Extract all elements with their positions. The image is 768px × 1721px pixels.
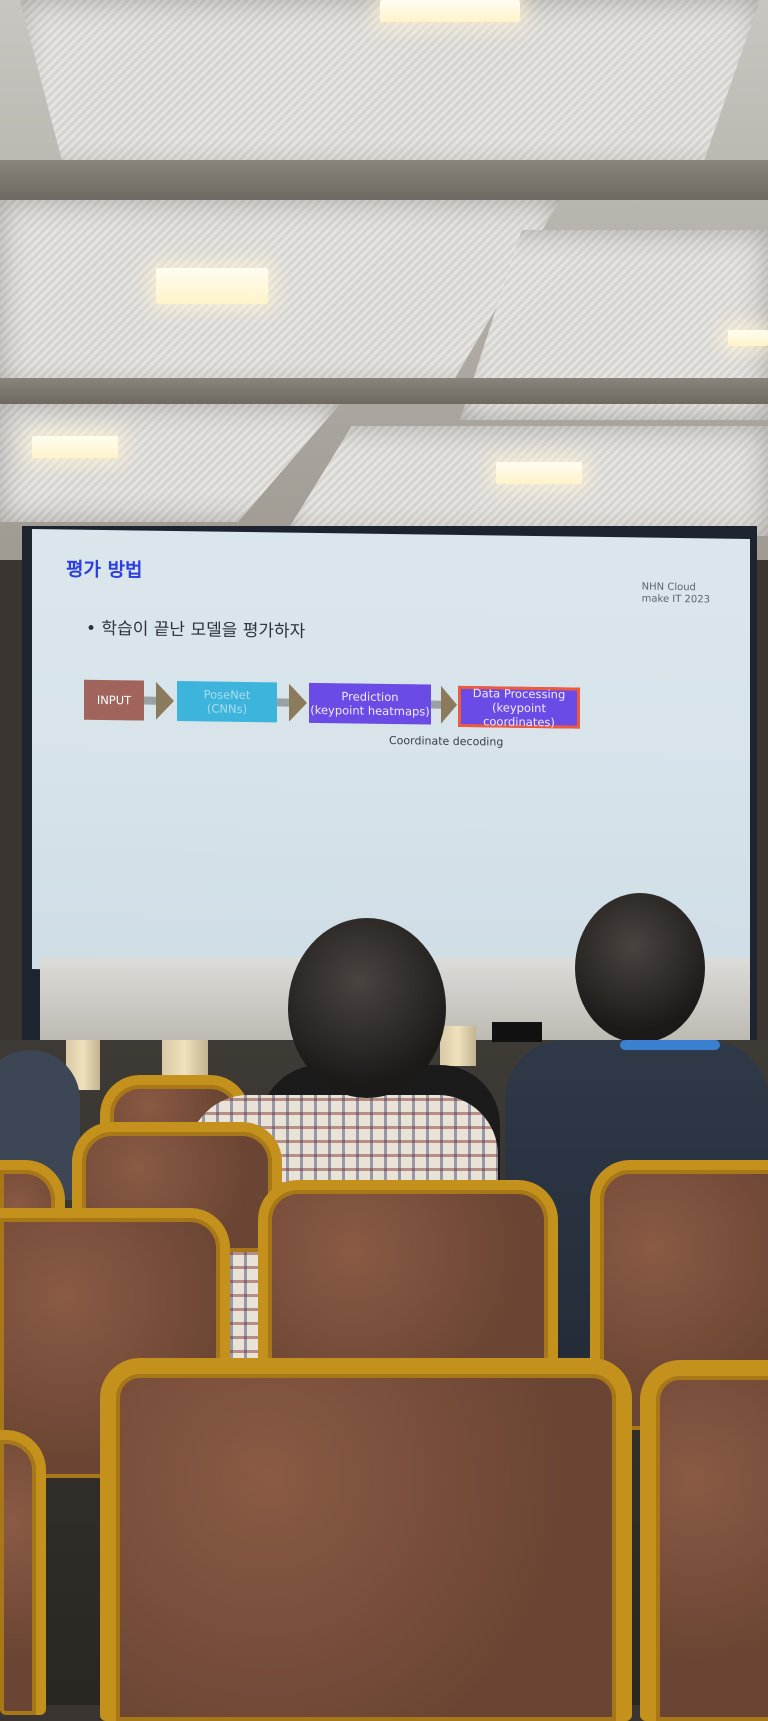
slide-title: 평가 방법 xyxy=(66,558,143,582)
chair xyxy=(640,1360,768,1721)
ceiling-light xyxy=(728,330,768,346)
slide-bullet: • 학습이 끝난 모델을 평가하자 xyxy=(86,618,306,642)
pipeline-caption: Coordinate decoding xyxy=(389,733,504,749)
brand-line-1: NHN Cloud xyxy=(641,581,696,594)
ceiling-light xyxy=(156,268,268,304)
lanyard xyxy=(620,1040,720,1050)
brand-logo-text: NHN Cloud make IT 2023 xyxy=(642,582,710,607)
pipeline-arrow-icon xyxy=(156,681,174,720)
pipeline-connector xyxy=(277,698,289,707)
processing-label: Data Processing xyxy=(472,685,566,701)
ceiling-beam xyxy=(0,160,768,200)
ceiling-light xyxy=(496,462,582,484)
ceiling-light xyxy=(380,0,520,22)
posenet-sublabel: (CNNs) xyxy=(206,701,248,716)
ceiling xyxy=(0,0,768,560)
pipeline-connector xyxy=(431,700,441,709)
ceiling-light xyxy=(32,436,118,458)
projector-rail xyxy=(0,378,768,404)
person-center-head xyxy=(288,918,446,1098)
ceiling-panel-low-left xyxy=(0,404,340,522)
chair xyxy=(258,1180,558,1390)
chair xyxy=(0,1430,46,1715)
ceiling-panel-top xyxy=(20,0,760,170)
pipeline-input-label: INPUT xyxy=(96,692,132,708)
processing-sublabel: (keypoint coordinates) xyxy=(483,699,555,729)
pipeline-processing-box: Data Processing (keypoint coordinates) xyxy=(458,686,580,729)
posenet-label: PoseNet xyxy=(203,687,251,703)
pipeline-arrow-icon xyxy=(289,683,307,722)
pipeline-connector xyxy=(144,696,156,705)
stage-lights xyxy=(440,1026,476,1066)
pipeline-posenet-box: PoseNet (CNNs) xyxy=(177,681,277,723)
pipeline-input-box: INPUT xyxy=(84,679,144,721)
ceiling-panel-left xyxy=(0,200,560,390)
chair xyxy=(100,1358,632,1721)
person-right-head xyxy=(575,893,705,1043)
brand-line-2: make IT 2023 xyxy=(641,593,710,606)
wall-device xyxy=(492,1022,542,1042)
pipeline-arrow-icon xyxy=(441,685,457,724)
stage-lights xyxy=(162,1040,208,1080)
prediction-sublabel: (keypoint heatmaps) xyxy=(310,702,430,719)
pipeline-prediction-box: Prediction (keypoint heatmaps) xyxy=(309,682,431,725)
